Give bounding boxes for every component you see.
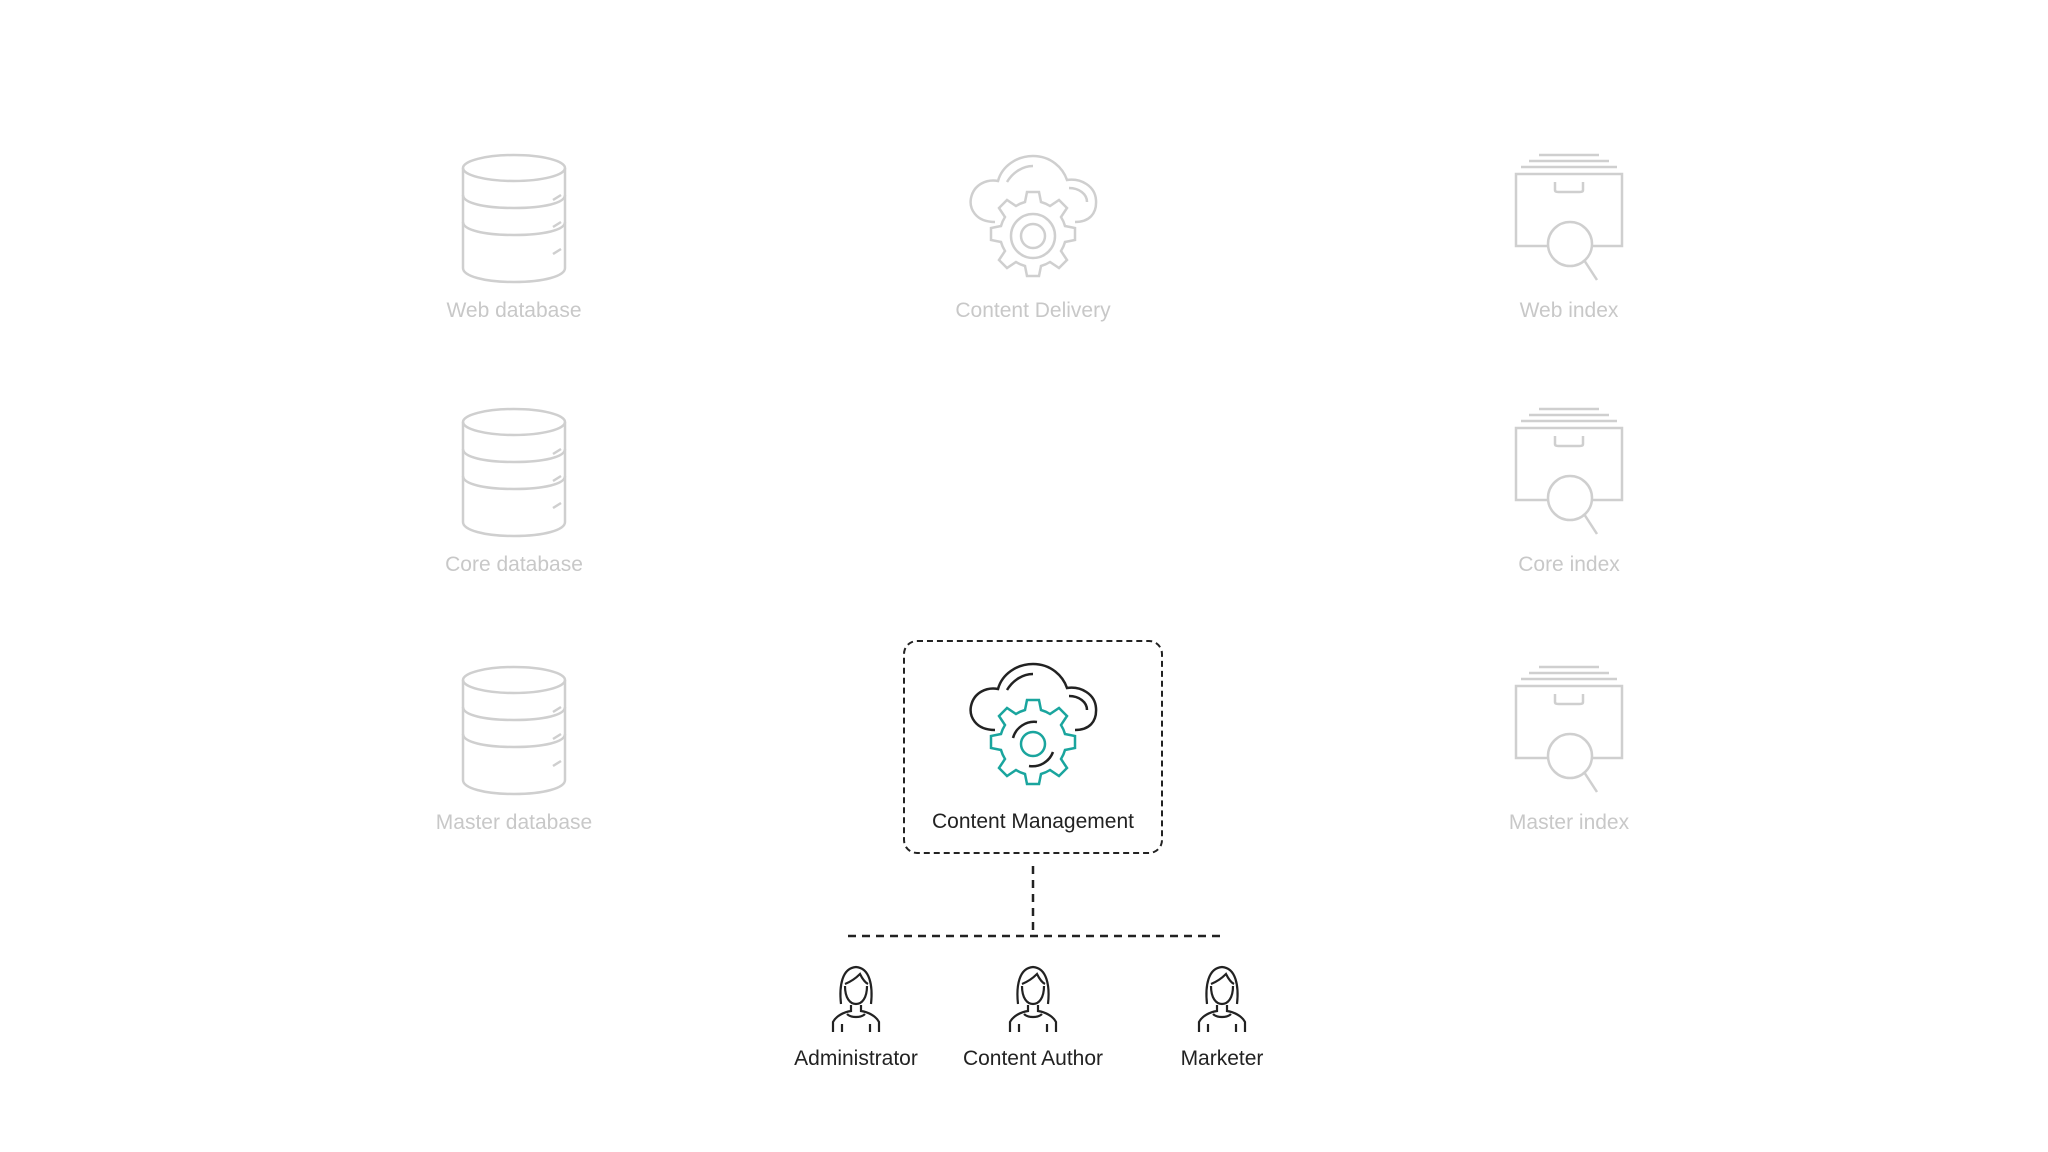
database-icon: [461, 665, 567, 796]
content-management-selection-box[interactable]: [903, 640, 1163, 854]
index-search-icon: [1514, 665, 1624, 793]
master-database-label: Master database: [435, 811, 593, 834]
database-icon: [461, 153, 567, 284]
person-icon: [1197, 965, 1247, 1032]
master-database-node: Master database: [394, 664, 634, 836]
cloud-gear-icon: [969, 154, 1098, 278]
content-delivery-node: Content Delivery: [913, 152, 1153, 324]
core-database-node: Core database: [394, 406, 634, 578]
web-database-label: Web database: [446, 299, 582, 322]
web-database-node: Web database: [394, 152, 634, 324]
role-administrator: Administrator: [736, 964, 976, 1072]
role-content-author: Content Author: [913, 964, 1153, 1072]
marketer-label: Marketer: [1180, 1047, 1264, 1070]
person-icon: [831, 965, 881, 1032]
core-database-label: Core database: [445, 553, 583, 576]
content-delivery-label: Content Delivery: [955, 299, 1111, 322]
web-index-label: Web index: [1519, 299, 1619, 322]
cloud-gear-icon: [969, 662, 1098, 786]
content-management-node[interactable]: Content Management: [903, 660, 1163, 835]
index-search-icon: [1514, 407, 1624, 535]
content-management-label: Content Management: [932, 810, 1134, 833]
administrator-label: Administrator: [794, 1047, 918, 1070]
web-index-node: Web index: [1449, 152, 1689, 324]
person-icon: [1008, 965, 1058, 1032]
content-author-label: Content Author: [962, 1047, 1104, 1070]
database-icon: [461, 407, 567, 538]
master-index-node: Master index: [1449, 664, 1689, 836]
core-index-label: Core index: [1518, 553, 1620, 576]
core-index-node: Core index: [1449, 406, 1689, 578]
role-marketer: Marketer: [1102, 964, 1342, 1072]
master-index-label: Master index: [1508, 811, 1630, 834]
index-search-icon: [1514, 153, 1624, 281]
